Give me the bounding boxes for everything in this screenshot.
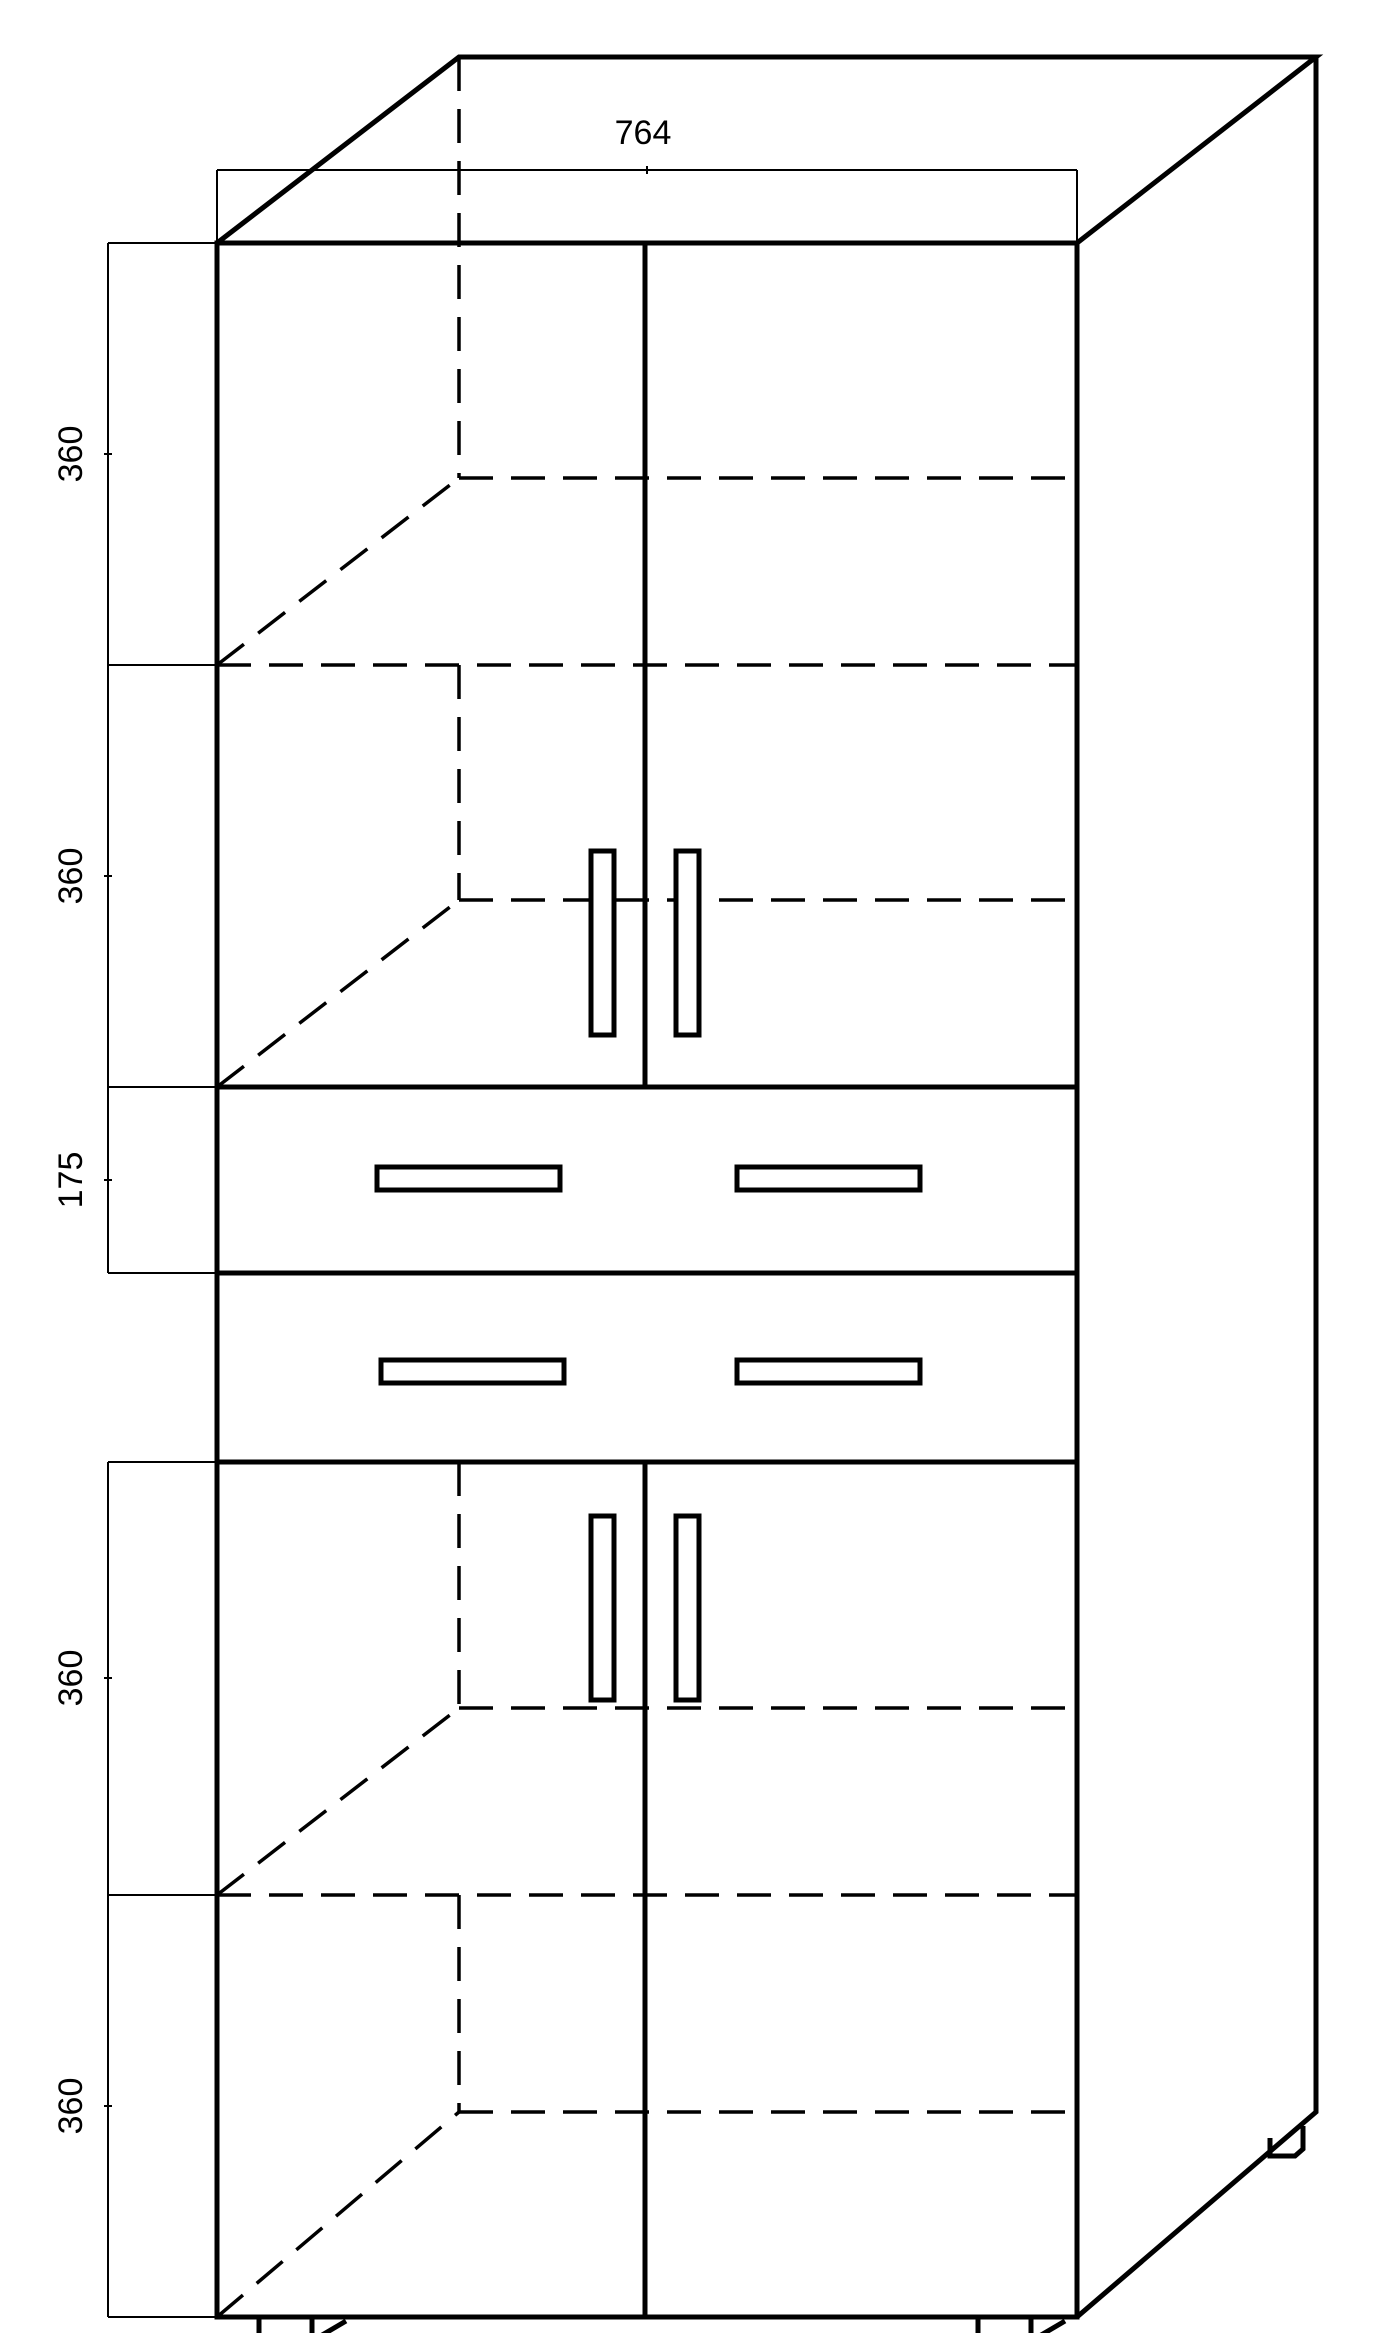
cabinet-side-panel — [1075, 57, 1319, 2319]
handles — [374, 848, 923, 1703]
hidden-shelf-side-1 — [215, 476, 461, 667]
hidden-shelf-side-2 — [215, 898, 461, 1089]
height-label-1: 360 — [52, 426, 90, 483]
foot-front-left — [256, 2317, 315, 2333]
foot-front-right — [975, 2317, 1034, 2333]
drawer-1-right-handle — [734, 1164, 923, 1193]
hidden-shelf-side-4 — [215, 2110, 461, 2319]
drawer-2-left-handle — [378, 1357, 567, 1386]
height-label-3: 175 — [52, 1152, 90, 1209]
width-dimension: 764 — [216, 114, 1078, 243]
drawer-1-left-handle — [374, 1164, 563, 1193]
foot-back-right — [1267, 2126, 1306, 2159]
height-label-2: 360 — [52, 848, 90, 905]
lower-left-door-handle — [588, 1513, 617, 1703]
cabinet-top-panel — [215, 54, 1324, 245]
height-label-5: 360 — [52, 2078, 90, 2135]
upper-left-door-handle — [588, 848, 617, 1038]
front-panels — [217, 243, 1077, 2317]
lower-right-door-handle — [673, 1513, 702, 1703]
drawer-2-right-handle — [734, 1357, 923, 1386]
height-dimensions: 360 360 175 360 360 — [52, 242, 217, 2318]
cabinet-feet — [256, 2126, 1306, 2333]
height-label-4: 360 — [52, 1650, 90, 1707]
hidden-shelf-side-3 — [215, 1706, 461, 1897]
foot-front-right-side — [1039, 2318, 1067, 2333]
upper-right-door-handle — [673, 848, 702, 1038]
foot-front-left-side — [320, 2318, 348, 2333]
width-label: 764 — [615, 114, 672, 152]
